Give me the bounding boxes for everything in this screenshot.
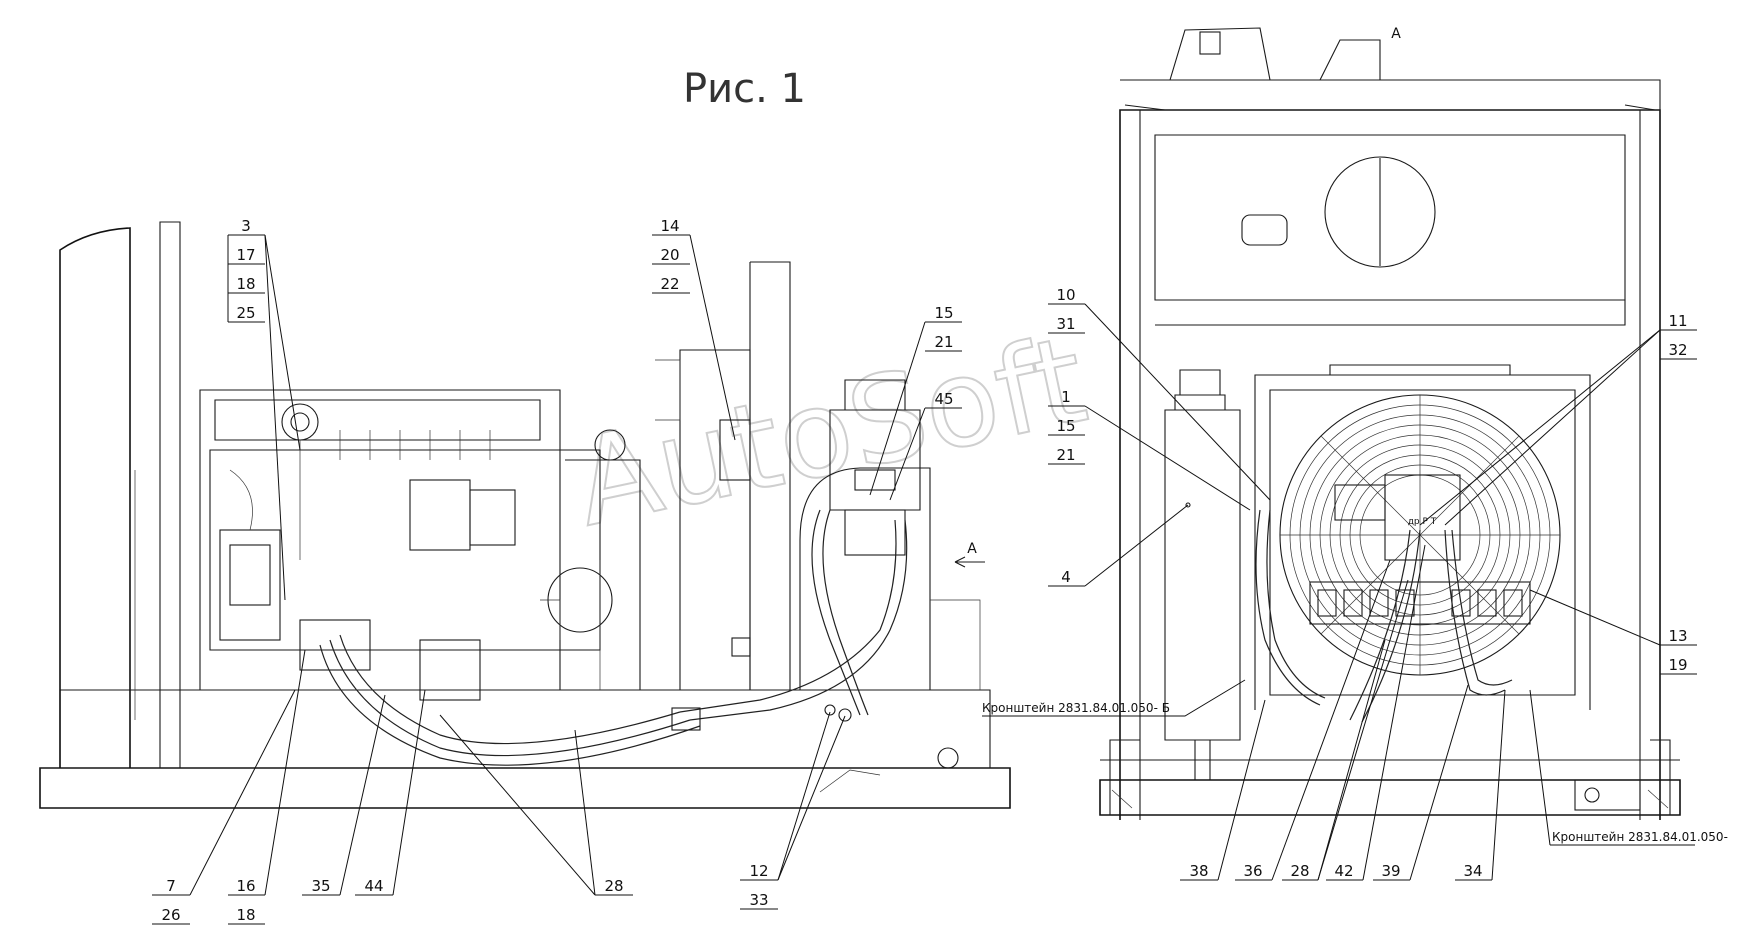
callout-35: 35	[302, 694, 386, 896]
callout-label: 38	[1189, 862, 1208, 880]
callout-stack-1-21: 1 15 21	[1048, 388, 1251, 511]
callout-stack-13-19: 13 19	[1529, 589, 1697, 675]
callout-label: 15	[1056, 417, 1075, 435]
callout-28-right: 28	[1282, 579, 1409, 881]
callout-label: 44	[364, 877, 383, 895]
callout-label: 18	[236, 275, 255, 293]
callout-39: 39	[1373, 684, 1469, 881]
callout-stack-3-25: 3 17 18 25	[227, 217, 301, 601]
callout-stack-7-26: 7 26	[152, 689, 296, 925]
callout-label: 13	[1668, 627, 1687, 645]
callout-34: 34	[1455, 689, 1506, 881]
callout-label: 42	[1334, 862, 1353, 880]
callout-44: 44	[355, 689, 426, 896]
oil-cooler	[1254, 364, 1591, 710]
callout-label: 21	[1056, 446, 1075, 464]
callout-label: 17	[236, 246, 255, 264]
callout-label: 25	[236, 304, 255, 322]
callout-4: 4	[1048, 504, 1189, 587]
callout-label: 3	[241, 217, 251, 235]
left-view: А	[39, 221, 1011, 809]
bracket-label-right: Кронштейн 2831.84.01.050-	[1529, 689, 1728, 846]
engine-block	[199, 389, 641, 701]
callout-label: 34	[1463, 862, 1482, 880]
bracket-label: Кронштейн 2831.84.01.050-	[1552, 830, 1728, 844]
callout-label: 15	[934, 304, 953, 322]
callout-stack-10-31: 10 31	[1048, 286, 1271, 501]
bracket-label: Кронштейн 2831.84.01.050- Б	[982, 701, 1170, 715]
callout-label: 10	[1056, 286, 1075, 304]
callout-label: 16	[236, 877, 255, 895]
callout-label: 20	[660, 246, 679, 264]
callout-38: 38	[1180, 699, 1266, 881]
callout-label: 21	[934, 333, 953, 351]
callout-label: 19	[1668, 656, 1687, 674]
callout-label: 14	[660, 217, 679, 235]
callout-45: 45	[889, 390, 962, 501]
callout-label: 31	[1056, 315, 1075, 333]
callout-label: 39	[1381, 862, 1400, 880]
callout-stack-14-22: 14 20 22	[652, 217, 736, 441]
callouts-right: 10 31 1 15 21 4 11 32 13	[1048, 286, 1728, 881]
callout-stack-15-21: 15 21	[869, 304, 962, 496]
callout-label: 4	[1061, 568, 1071, 586]
oil-tank	[1164, 369, 1241, 781]
callout-label: 35	[311, 877, 330, 895]
bracket-label-left: Кронштейн 2831.84.01.050- Б	[982, 679, 1246, 717]
callout-label: 11	[1668, 312, 1687, 330]
view-arrow-label: А	[967, 541, 977, 557]
callout-stack-11-32: 11 32	[1419, 312, 1697, 526]
callout-stack-12-33: 12 33	[740, 711, 846, 910]
callout-label: 28	[1290, 862, 1309, 880]
callouts-left: 3 17 18 25 14 20 22 15 21 45	[152, 217, 1246, 925]
right-view: А	[1099, 26, 1681, 820]
callout-label: 26	[161, 906, 180, 924]
callout-label: 12	[749, 862, 768, 880]
callout-label: 1	[1061, 388, 1071, 406]
callout-42: 42	[1326, 544, 1426, 881]
callout-label: 18	[236, 906, 255, 924]
figure-title: Рис. 1	[683, 66, 806, 112]
port-marks: др Р Т	[1408, 517, 1437, 527]
callout-label: 22	[660, 275, 679, 293]
view-marker: А	[1391, 26, 1401, 42]
callout-stack-16-18: 16 18	[228, 649, 306, 925]
callout-36: 36	[1235, 559, 1391, 881]
callout-label: 7	[166, 877, 176, 895]
callout-label: 32	[1668, 341, 1687, 359]
callout-label: 28	[604, 877, 623, 895]
callout-28-left: 28	[439, 714, 633, 896]
callout-label: 45	[934, 390, 953, 408]
hydraulic-tank	[799, 379, 981, 690]
callout-label: 33	[749, 891, 768, 909]
callout-label: 36	[1243, 862, 1262, 880]
